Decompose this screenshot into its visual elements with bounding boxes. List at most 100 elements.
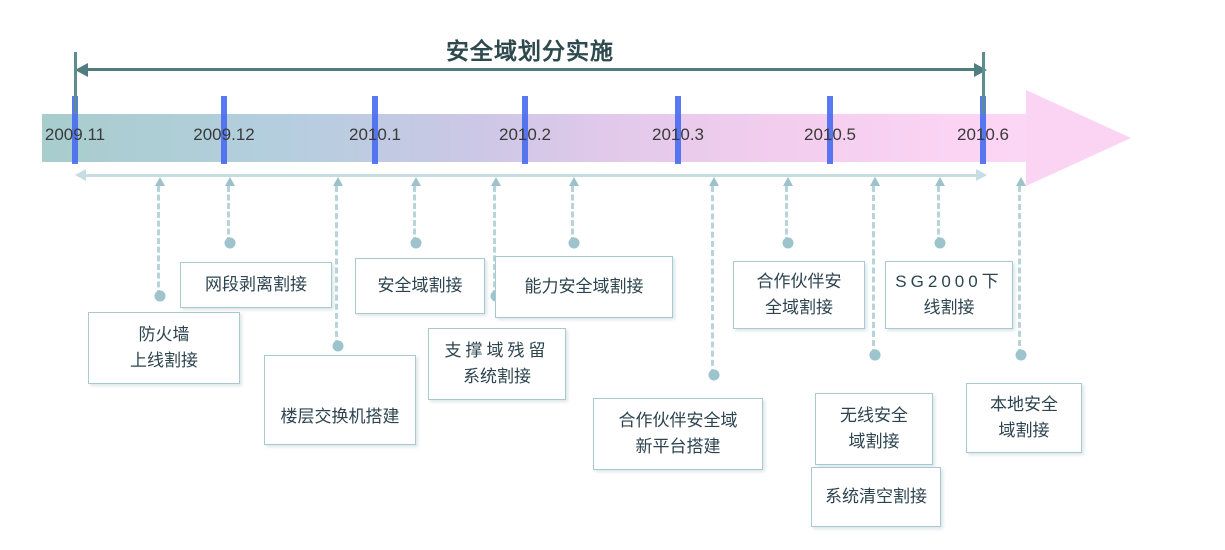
event-box-label: 无线安全域割接 xyxy=(822,403,926,456)
event-box-line: 域割接 xyxy=(998,421,1050,440)
event-box-firewall-online-cutover[interactable]: 防火墙上线割接 xyxy=(88,312,240,384)
event-box-line: 支撑域残留 xyxy=(444,340,550,360)
event-box-line: 线割接 xyxy=(923,298,975,317)
event-connector-dot-icon xyxy=(410,237,422,249)
page-title: 安全域划分实施 xyxy=(446,38,614,64)
event-connector-line xyxy=(413,186,419,243)
event-box-label: 楼层交换机搭建 xyxy=(271,404,409,430)
event-box-line: 网段剥离割接 xyxy=(205,274,307,294)
timeline-arrowhead-icon xyxy=(1026,90,1131,186)
timeline-tick-mark xyxy=(72,96,78,164)
event-box-line: 能力安全域割接 xyxy=(524,276,644,296)
event-connector-line xyxy=(571,186,577,243)
timeline-tick-mark xyxy=(675,96,681,164)
event-connector-line xyxy=(711,186,717,375)
overall-span-arrow xyxy=(75,60,987,80)
event-box-label: SG2000下线割接 xyxy=(892,269,1006,322)
event-connector-dot-icon xyxy=(568,237,580,249)
timeline-tick-mark xyxy=(827,96,833,164)
event-connector-line xyxy=(937,186,943,243)
event-connector-arrow-icon xyxy=(155,177,165,186)
event-connector-line xyxy=(227,186,233,243)
event-box-security-domain-cutover[interactable]: 安全域割接 xyxy=(355,258,485,314)
event-connector-arrow-icon xyxy=(935,177,945,186)
event-connector-arrow-icon xyxy=(709,177,719,186)
event-box-line: 域割接 xyxy=(848,432,900,451)
event-box-label: 防火墙上线割接 xyxy=(95,322,233,375)
event-box-label: 支撑域残留系统割接 xyxy=(435,338,559,391)
sub-span-arrow xyxy=(75,168,987,184)
event-connector-dot-icon xyxy=(934,237,946,249)
event-connector-dot-icon xyxy=(154,290,166,302)
event-connector-dot-icon xyxy=(869,349,881,361)
event-box-label: 合作伙伴安全域新平台搭建 xyxy=(600,408,756,461)
event-connector-dot-icon xyxy=(708,369,720,381)
event-box-line: 系统清空割接 xyxy=(825,486,927,506)
event-box-partner-security-domain-cutover[interactable]: 合作伙伴安全域割接 xyxy=(733,261,865,329)
timeline-tick-mark xyxy=(980,96,986,164)
event-box-wireless-security-domain-cutover[interactable]: 无线安全域割接 xyxy=(815,393,933,465)
event-box-line: 合作伙伴安全域 xyxy=(618,410,738,430)
event-box-line: 全域割接 xyxy=(765,298,833,317)
event-connector-arrow-icon xyxy=(333,177,343,186)
event-box-label: 合作伙伴安全域割接 xyxy=(740,269,858,322)
event-connector-dot-icon xyxy=(1015,349,1027,361)
event-connector-arrow-icon xyxy=(783,177,793,186)
timeline-tick-mark xyxy=(522,96,528,164)
sub-arrow-left-head xyxy=(75,169,86,181)
event-connector-line xyxy=(785,186,791,243)
timeline-tick-label: 2010.1 xyxy=(349,125,401,144)
timeline-tick-mark xyxy=(372,96,378,164)
event-box-line: 本地安全 xyxy=(990,394,1058,414)
event-box-line: 上线割接 xyxy=(130,351,198,370)
event-box-system-clearing-cutover[interactable]: 系统清空割接 xyxy=(811,467,941,527)
event-box-line: 无线安全 xyxy=(840,405,908,425)
sub-arrow-shaft xyxy=(83,174,979,177)
event-connector-dot-icon xyxy=(782,237,794,249)
event-connector-arrow-icon xyxy=(1016,177,1026,186)
event-box-label: 系统清空割接 xyxy=(818,484,934,510)
event-box-capability-security-domain-cutover[interactable]: 能力安全域割接 xyxy=(495,256,673,318)
event-box-line: 防火墙 xyxy=(138,324,190,344)
timeline-bar xyxy=(42,114,1032,162)
timeline-tick-label: 2009.12 xyxy=(193,125,255,144)
timeline-tick-label: 2010.2 xyxy=(499,125,551,144)
event-box-label: 能力安全域割接 xyxy=(502,274,666,300)
event-box-network-segment-separation-cutover[interactable]: 网段剥离割接 xyxy=(180,262,332,308)
timeline-tick-label: 2009.11 xyxy=(44,125,106,144)
event-connector-dot-icon xyxy=(332,340,344,352)
event-box-floor-switch-construction[interactable]: 楼层交换机搭建 xyxy=(264,355,416,445)
span-arrow-left-head xyxy=(75,63,88,77)
timeline-tick-label: 2010.5 xyxy=(804,125,856,144)
event-box-line: 安全域割接 xyxy=(377,275,463,295)
event-box-sg2000-offline-cutover[interactable]: SG2000下线割接 xyxy=(885,261,1013,329)
event-box-partner-security-domain-new-platform[interactable]: 合作伙伴安全域新平台搭建 xyxy=(593,398,763,470)
event-box-support-domain-legacy-system-cutover[interactable]: 支撑域残留系统割接 xyxy=(428,328,566,400)
event-connector-arrow-icon xyxy=(411,177,421,186)
event-box-line: SG2000下 xyxy=(895,271,1003,291)
timeline-tick-label: 2010.3 xyxy=(652,125,704,144)
event-connector-line xyxy=(1018,186,1024,355)
event-connector-arrow-icon xyxy=(491,177,501,186)
span-endcap-right xyxy=(982,52,985,114)
event-box-line: 楼层交换机搭建 xyxy=(280,406,400,426)
timeline-tick-mark xyxy=(221,96,227,164)
timeline-tick-label: 2010.6 xyxy=(957,125,1009,144)
span-arrow-right-head xyxy=(974,63,987,77)
sub-arrow-right-head xyxy=(976,169,987,181)
event-box-line: 新平台搭建 xyxy=(635,437,721,456)
event-box-line: 系统割接 xyxy=(463,367,531,386)
event-connector-line xyxy=(872,186,878,355)
event-box-local-security-domain-cutover[interactable]: 本地安全域割接 xyxy=(966,383,1082,453)
event-box-label: 安全域割接 xyxy=(362,273,478,299)
event-connector-line xyxy=(157,186,163,296)
event-connector-arrow-icon xyxy=(870,177,880,186)
event-connector-dot-icon xyxy=(224,237,236,249)
event-connector-line xyxy=(335,186,341,346)
event-connector-line xyxy=(493,186,499,296)
event-box-label: 网段剥离割接 xyxy=(187,272,325,298)
event-box-line: 合作伙伴安 xyxy=(756,271,842,291)
event-box-label: 本地安全域割接 xyxy=(973,392,1075,445)
event-connector-arrow-icon xyxy=(569,177,579,186)
